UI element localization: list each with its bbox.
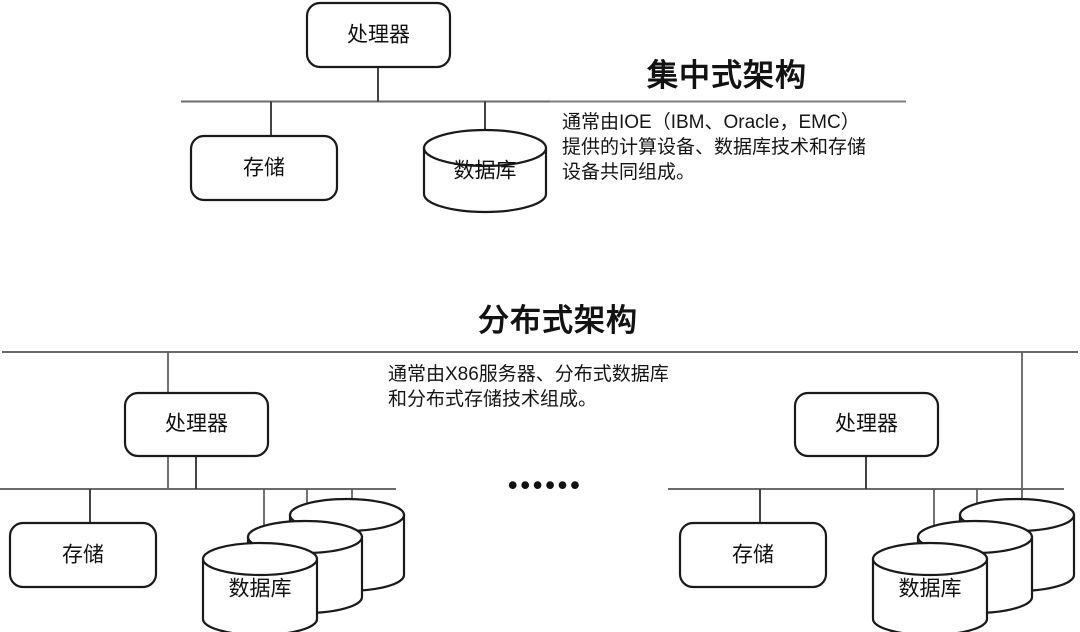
centralized-processor-box: [305, 1, 452, 69]
distributed-cluster-1-processor-box: [123, 391, 270, 458]
distributed-cluster-1-storage-box: [8, 521, 158, 589]
distributed-clusters-ellipsis: ••••••: [508, 470, 583, 500]
distributed-cluster-2-database-label: 数据库: [899, 578, 962, 601]
centralized-database-cylinder: 数据库: [422, 128, 548, 214]
distributed-architecture-title: 分布式架构: [478, 303, 638, 338]
centralized-processor-label: 处理器: [347, 24, 410, 47]
distributed-cluster-2-processor-box: [793, 391, 940, 458]
centralized-storage-label: 存储: [243, 157, 285, 180]
distributed-cluster-2-storage-label: 存储: [732, 544, 774, 567]
centralized-storage-box: [189, 134, 339, 202]
centralized-architecture-title: 集中式架构: [647, 58, 807, 93]
distributed-cluster-1-database-label: 数据库: [229, 578, 292, 601]
distributed-cluster-1-database-stack: 数据库: [201, 497, 406, 632]
distributed-cluster-2-database-stack: 数据库: [871, 497, 1076, 632]
distributed-cluster-1-storage-label: 存储: [62, 544, 104, 567]
centralized-architecture-description: 通常由IOE（IBM、Oracle，EMC） 提供的计算设备、数据库技术和存储 …: [562, 112, 867, 183]
distributed-cluster-2-storage-box: [678, 521, 828, 589]
distributed-cluster-1-processor-label: 处理器: [165, 413, 228, 436]
centralized-database-label: 数据库: [454, 160, 517, 183]
distributed-cluster-2-processor-label: 处理器: [835, 413, 898, 436]
distributed-architecture-description: 通常由X86服务器、分布式数据库 和分布式存储技术组成。: [388, 364, 669, 410]
